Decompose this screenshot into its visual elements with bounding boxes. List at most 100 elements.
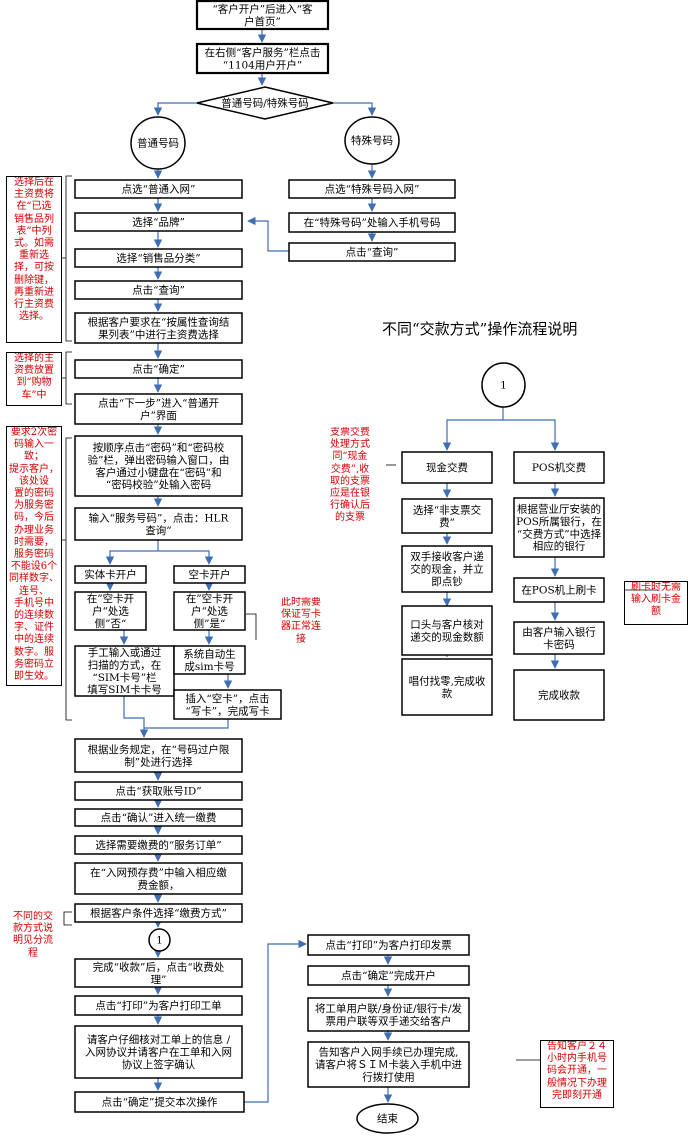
side-title: 不同“交款方式”操作流程说明 xyxy=(382,320,578,338)
node-text-line: 制”处进行选择 xyxy=(124,755,193,768)
connector xyxy=(123,696,149,738)
connector xyxy=(105,540,159,565)
node-text-line: 根据客户条件选择“缴费方式” xyxy=(90,907,227,920)
node-text-line: POS所属银行，在 xyxy=(516,515,602,528)
node-s1: 点选“特殊号码入网” xyxy=(288,179,456,199)
node-shape xyxy=(74,507,243,541)
connector xyxy=(247,216,290,252)
node-text-line: 协议上签字确认 xyxy=(122,1058,196,1071)
node-text-line: 请客户仔细核对工单上的信息 / xyxy=(87,1033,231,1046)
connector xyxy=(158,550,214,565)
node-r2: 点击“确定”完成开户 xyxy=(307,965,470,986)
node-text-line: 费金额， xyxy=(138,878,180,891)
node-text-line: 点击“确定”完成开户 xyxy=(341,969,436,982)
node-text-line: 点选“特殊号码入网” xyxy=(325,183,420,196)
node-text-line: 入网协议并请客户在工单和入网 xyxy=(85,1046,232,1059)
node-text-line: “密码校验”处输入密码 xyxy=(106,478,211,491)
node-text-line: 选择“销售品分类” xyxy=(116,252,200,265)
node-shape xyxy=(74,781,243,801)
node-text-line: 根据客户要求在“按属性查询结 xyxy=(88,315,230,328)
node-text-line: 手工输入或通过 xyxy=(88,646,162,659)
node-p6: 点击“确定” xyxy=(74,359,243,379)
node-text-line: 户“处选 xyxy=(191,605,228,618)
node-text-line: 交的现金，并立 xyxy=(410,563,484,576)
node-shape xyxy=(74,808,243,827)
node-shape xyxy=(401,545,493,593)
node-text-line: 选择“品牌” xyxy=(132,216,185,229)
node-text-line: “交费方式”中选择 xyxy=(517,527,602,540)
node-q3: 点击“确认”进入统一缴费 xyxy=(74,808,243,827)
node-shape xyxy=(74,179,243,199)
node-text-line: 完成“收款”后，点击“收费处 xyxy=(93,960,225,973)
node-shape xyxy=(130,116,186,170)
node-s3: 点击“查询” xyxy=(288,242,456,262)
node-n2: 在右侧“客户服务”栏点击“1104用户开户” xyxy=(195,42,330,75)
node-text-line: 插入“空卡”，点击 xyxy=(185,692,269,705)
node-m1: 现金交费 xyxy=(401,451,493,484)
node-conn1: 1 xyxy=(148,928,171,952)
node-text-line: 卡密码 xyxy=(543,638,575,651)
node-text-line: “1104用户开户” xyxy=(223,58,302,71)
node-shape xyxy=(195,42,330,75)
node-text-line: “写卡”，完成写卡 xyxy=(185,704,269,717)
node-text-line: 1 xyxy=(500,380,507,392)
node-shape xyxy=(513,497,605,558)
connector xyxy=(442,407,504,451)
node-text-line: POS机交费 xyxy=(532,461,586,474)
node-text-line: 口头与客户核对 xyxy=(410,618,484,631)
node-q10: 点击“确定”提交本次操作 xyxy=(74,1091,245,1113)
node-shape xyxy=(74,1025,243,1079)
node-text-line: 侧”否“ xyxy=(95,617,127,630)
connector-layer xyxy=(62,29,658,1103)
node-text-line: 户“处选 xyxy=(92,605,129,618)
node-q4: 选择需要缴费的“服务订单” xyxy=(74,835,243,855)
connector xyxy=(209,673,233,689)
node-shape xyxy=(74,958,243,988)
node-shape xyxy=(401,605,493,656)
node-text-line: 选择需要缴费的“服务订单” xyxy=(95,839,221,852)
node-text-line: 在”空卡开 xyxy=(186,592,233,605)
node-text-line: 款 xyxy=(442,687,453,700)
connector xyxy=(153,102,197,116)
note-password: 要求2次密 码输入一 致； 提示客户， 该处设 置的密码 为服务密 码，今后 办… xyxy=(6,426,62,686)
node-shape xyxy=(74,738,243,773)
node-shape xyxy=(74,903,243,923)
note-24h: 告知客户２４ 小时内手机号 码会开通，一 般情况下办理 完即刻开通 xyxy=(540,1040,614,1108)
node-shape xyxy=(344,116,400,165)
connector xyxy=(244,939,307,1103)
node-shape xyxy=(513,451,605,484)
node-text-line: 理” xyxy=(151,974,167,986)
node-text-line: 即点钞 xyxy=(431,575,463,588)
node-shape xyxy=(307,934,470,956)
node-shape xyxy=(288,179,456,199)
note-brand: 选择后在 主资费将 在“已选 销售品列 表”中列 式。如需 重新选 择，可按 删… xyxy=(6,176,62,343)
note-cart: 选择的主 资费放置 到“购物 车”中 xyxy=(6,352,62,406)
node-text-line: 由客户输入银行 xyxy=(522,625,596,638)
node-text-line: 双手接收客户递 xyxy=(410,550,484,563)
node-r1: 点击“打印”为客户打印发票 xyxy=(307,934,470,956)
note-cheque: 支票交费 处理方式 同“现金 交费”,收 取的支票 应是在银 行确认后 的支票 xyxy=(330,427,370,524)
node-k2: 空卡开户 xyxy=(173,565,246,584)
note-bracket xyxy=(62,175,72,342)
node-shape xyxy=(513,577,605,603)
node-q2: 点击“获取账号ID” xyxy=(74,781,243,801)
node-shape xyxy=(173,591,246,631)
node-text-line: 空卡开户 xyxy=(189,568,231,581)
node-shape xyxy=(173,645,246,675)
node-text-line: 完成收款 xyxy=(538,689,580,702)
node-layer: “客户开户”后进入“客户首页”在右侧“客户服务”栏点击“1104用户开户”普通号… xyxy=(74,0,605,1134)
node-shape xyxy=(74,248,243,268)
node-shape xyxy=(74,591,147,631)
node-text-line: 成sim卡号 xyxy=(184,660,234,673)
connector xyxy=(144,719,229,729)
node-shape xyxy=(401,451,493,484)
node-k7: 插入“空卡”，点击“写卡”，完成写卡 xyxy=(173,689,282,720)
